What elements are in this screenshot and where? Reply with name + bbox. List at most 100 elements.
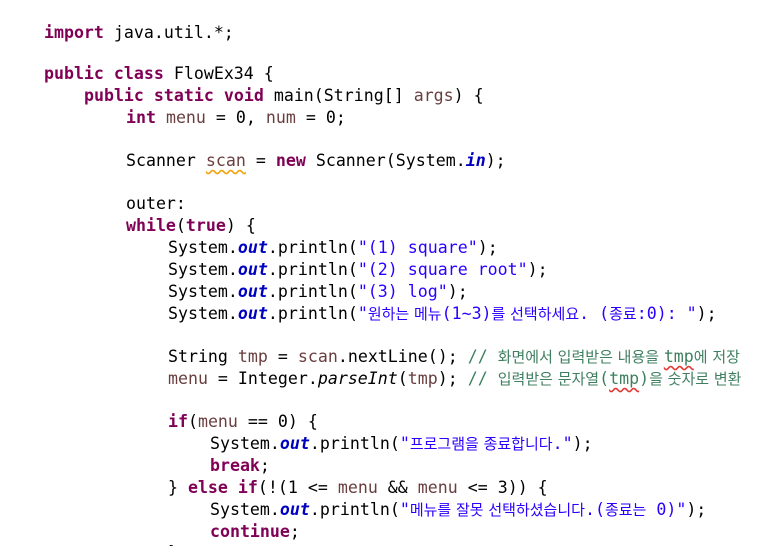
code-line-12: System.out.println("(2) square root"); bbox=[128, 237, 548, 279]
var-scan: scan bbox=[297, 347, 338, 366]
label-outer: outer: bbox=[125, 194, 186, 213]
logical-and: && bbox=[377, 478, 418, 497]
code-line-20: System.out.println("프로그램을 종료합니다."); bbox=[170, 411, 593, 453]
string-literal: "원하는 메뉴(1~3)를 선택하세요. (종료:0): " bbox=[357, 304, 697, 323]
field-out: out bbox=[237, 238, 268, 257]
code-line-11: System.out.println("(1) square"); bbox=[128, 215, 498, 257]
line-comment: // 화면에서 입력받은 내용을 tmp에 저장 bbox=[467, 347, 740, 366]
stmt-end: ); bbox=[447, 282, 468, 301]
string-literal: "(1) square" bbox=[357, 238, 478, 257]
field-out: out bbox=[237, 282, 268, 301]
line-comment: // 입력받은 문자열(tmp)을 숫자로 변환 bbox=[467, 369, 742, 388]
code-line-14: System.out.println("원하는 메뉴(1~3)를 선택하세요. … bbox=[128, 281, 717, 323]
string-literal: "(2) square root" bbox=[357, 260, 528, 279]
code-line-25: } bbox=[128, 520, 178, 546]
stmt-end: ); bbox=[437, 369, 468, 388]
var-tmp: tmp bbox=[407, 369, 438, 388]
code-line-3: public class FlowEx34 { bbox=[4, 41, 274, 83]
stmt-end: ); bbox=[696, 304, 717, 323]
println-call: .println( bbox=[267, 260, 358, 279]
code-line-4: public static void main(String[] args) { bbox=[44, 63, 484, 105]
code-line-5: int menu = 0, num = 0; bbox=[86, 85, 346, 127]
code-line-23: System.out.println("메뉴를 잘못 선택하셨습니다.(종료는 … bbox=[170, 477, 706, 519]
main-signature-end: ) { bbox=[453, 86, 484, 105]
type-scanner: Scanner bbox=[125, 151, 206, 170]
code-line-16: String tmp = scan.nextLine(); // 화면에서 입력… bbox=[128, 324, 740, 366]
system-ref: System. bbox=[167, 304, 238, 323]
keyword-else: else bbox=[187, 478, 228, 497]
var-menu: menu bbox=[197, 412, 238, 431]
string-literal: "(3) log" bbox=[357, 282, 448, 301]
println-call: .println( bbox=[267, 304, 358, 323]
keyword-int: int bbox=[125, 108, 156, 127]
stmt-end: ); bbox=[527, 260, 548, 279]
println-call: .println( bbox=[267, 282, 358, 301]
code-line-13: System.out.println("(3) log"); bbox=[128, 259, 468, 301]
close-brace: } bbox=[168, 543, 178, 546]
keyword-static: static bbox=[153, 86, 214, 105]
field-out: out bbox=[237, 304, 268, 323]
system-ref: System. bbox=[167, 238, 238, 257]
field-out: out bbox=[279, 500, 310, 519]
decl-mid: = 0, bbox=[205, 108, 266, 127]
string-literal: "메뉴를 잘못 선택하셨습니다.(종료는 0)" bbox=[399, 500, 687, 519]
keyword-continue: continue bbox=[209, 522, 290, 541]
stmt-end: ); bbox=[485, 151, 506, 170]
stmt-end: ); bbox=[686, 500, 707, 519]
class-declaration: FlowEx34 { bbox=[163, 64, 274, 83]
paren-open: ( bbox=[175, 216, 186, 235]
keyword-new: new bbox=[275, 151, 306, 170]
code-line-9: outer: bbox=[86, 171, 186, 213]
semicolon: ; bbox=[289, 522, 300, 541]
assign-op: = bbox=[267, 347, 298, 366]
code-line-10: while(true) { bbox=[86, 193, 256, 235]
system-ref: System. bbox=[167, 282, 238, 301]
var-menu: menu bbox=[167, 369, 208, 388]
elseif-cond: (!(1 <= bbox=[257, 478, 338, 497]
var-scan: scan bbox=[205, 151, 246, 170]
while-end: ) { bbox=[225, 216, 256, 235]
keyword-public: public bbox=[43, 64, 104, 83]
var-menu: menu bbox=[165, 108, 206, 127]
method-parseint: parseInt bbox=[317, 369, 398, 388]
code-line-17: menu = Integer.parseInt(tmp); // 입력받은 문자… bbox=[128, 346, 741, 388]
println-call: .println( bbox=[309, 434, 400, 453]
field-out: out bbox=[279, 434, 310, 453]
keyword-if: if bbox=[167, 412, 188, 431]
semicolon: ; bbox=[259, 456, 270, 475]
scanner-ctor: Scanner(System. bbox=[305, 151, 466, 170]
keyword-while: while bbox=[125, 216, 176, 235]
decl-end: = 0; bbox=[295, 108, 346, 127]
assign-op: = bbox=[245, 151, 276, 170]
nextline-call: .nextLine(); bbox=[337, 347, 468, 366]
code-line-1: import java.util.*; bbox=[4, 0, 234, 42]
code-line-22: } else if(!(1 <= menu && menu <= 3)) { bbox=[128, 455, 548, 497]
println-call: .println( bbox=[309, 500, 400, 519]
keyword-public: public bbox=[83, 86, 144, 105]
println-call: .println( bbox=[267, 238, 358, 257]
var-num: num bbox=[265, 108, 296, 127]
param-args: args bbox=[413, 86, 454, 105]
string-literal: "프로그램을 종료합니다." bbox=[399, 434, 573, 453]
keyword-import: import bbox=[43, 23, 104, 42]
stmt-end: ); bbox=[477, 238, 498, 257]
field-out: out bbox=[237, 260, 268, 279]
system-ref: System. bbox=[209, 500, 280, 519]
type-string: String bbox=[167, 347, 238, 366]
elseif-cond-end: <= 3)) { bbox=[457, 478, 548, 497]
var-menu: menu bbox=[417, 478, 458, 497]
code-line-21: break; bbox=[170, 433, 270, 475]
if-cond: == 0) { bbox=[237, 412, 318, 431]
paren-open: ( bbox=[397, 369, 408, 388]
keyword-break: break bbox=[209, 456, 260, 475]
keyword-void: void bbox=[223, 86, 264, 105]
main-signature: main(String[] bbox=[263, 86, 414, 105]
import-path: java.util.*; bbox=[103, 23, 234, 42]
stmt-end: ); bbox=[572, 434, 593, 453]
assign-integer: = Integer. bbox=[207, 369, 318, 388]
keyword-if: if bbox=[237, 478, 258, 497]
var-menu: menu bbox=[337, 478, 378, 497]
code-line-19: if(menu == 0) { bbox=[128, 389, 318, 431]
var-tmp: tmp bbox=[237, 347, 268, 366]
